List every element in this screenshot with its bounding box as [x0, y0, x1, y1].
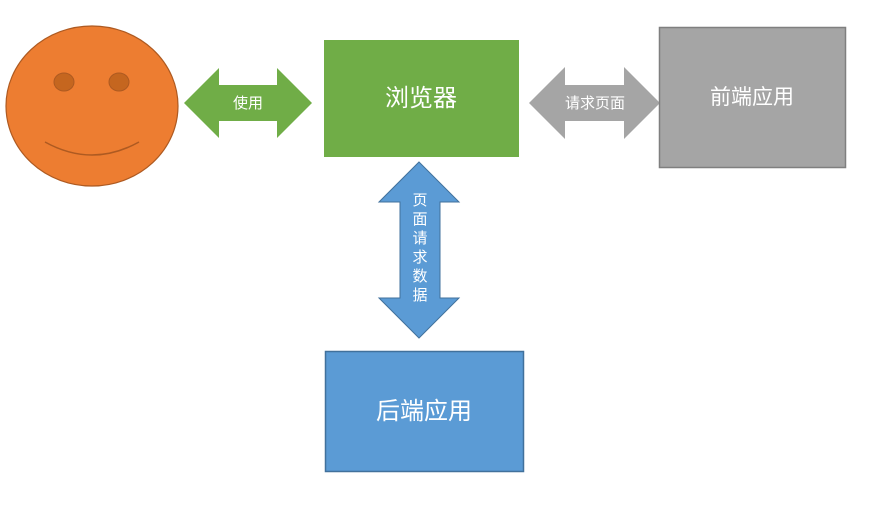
smiley-left-eye: [53, 72, 75, 92]
use-arrow-shape: [184, 68, 312, 138]
request-page-arrow: 请求页面: [529, 67, 660, 139]
backend-node: 后端应用: [324, 350, 525, 473]
use-arrow-label: 使用: [233, 94, 263, 112]
smiley-right-eye: [108, 72, 130, 92]
smiley-mouth: [44, 141, 140, 156]
smiley-face-head: [5, 25, 179, 187]
frontend-label: 前端应用: [710, 85, 794, 109]
backend-label: 后端应用: [376, 397, 472, 425]
browser-label: 浏览器: [385, 84, 457, 112]
frontend-box: [658, 26, 847, 169]
page-request-data-arrow-label: 页面请求数据: [412, 191, 428, 304]
use-arrow: 使用: [184, 68, 312, 138]
request-page-arrow-shape: [529, 67, 660, 139]
browser-node: 浏览器: [324, 40, 519, 157]
frontend-node: 前端应用: [658, 26, 847, 169]
smiley-face-icon: [5, 25, 179, 187]
page-request-data-arrow: [377, 161, 461, 339]
page-request-data-arrow-shape: [377, 161, 461, 339]
request-page-arrow-label: 请求页面: [565, 94, 625, 112]
browser-box: [324, 40, 519, 157]
backend-box: [324, 350, 525, 473]
